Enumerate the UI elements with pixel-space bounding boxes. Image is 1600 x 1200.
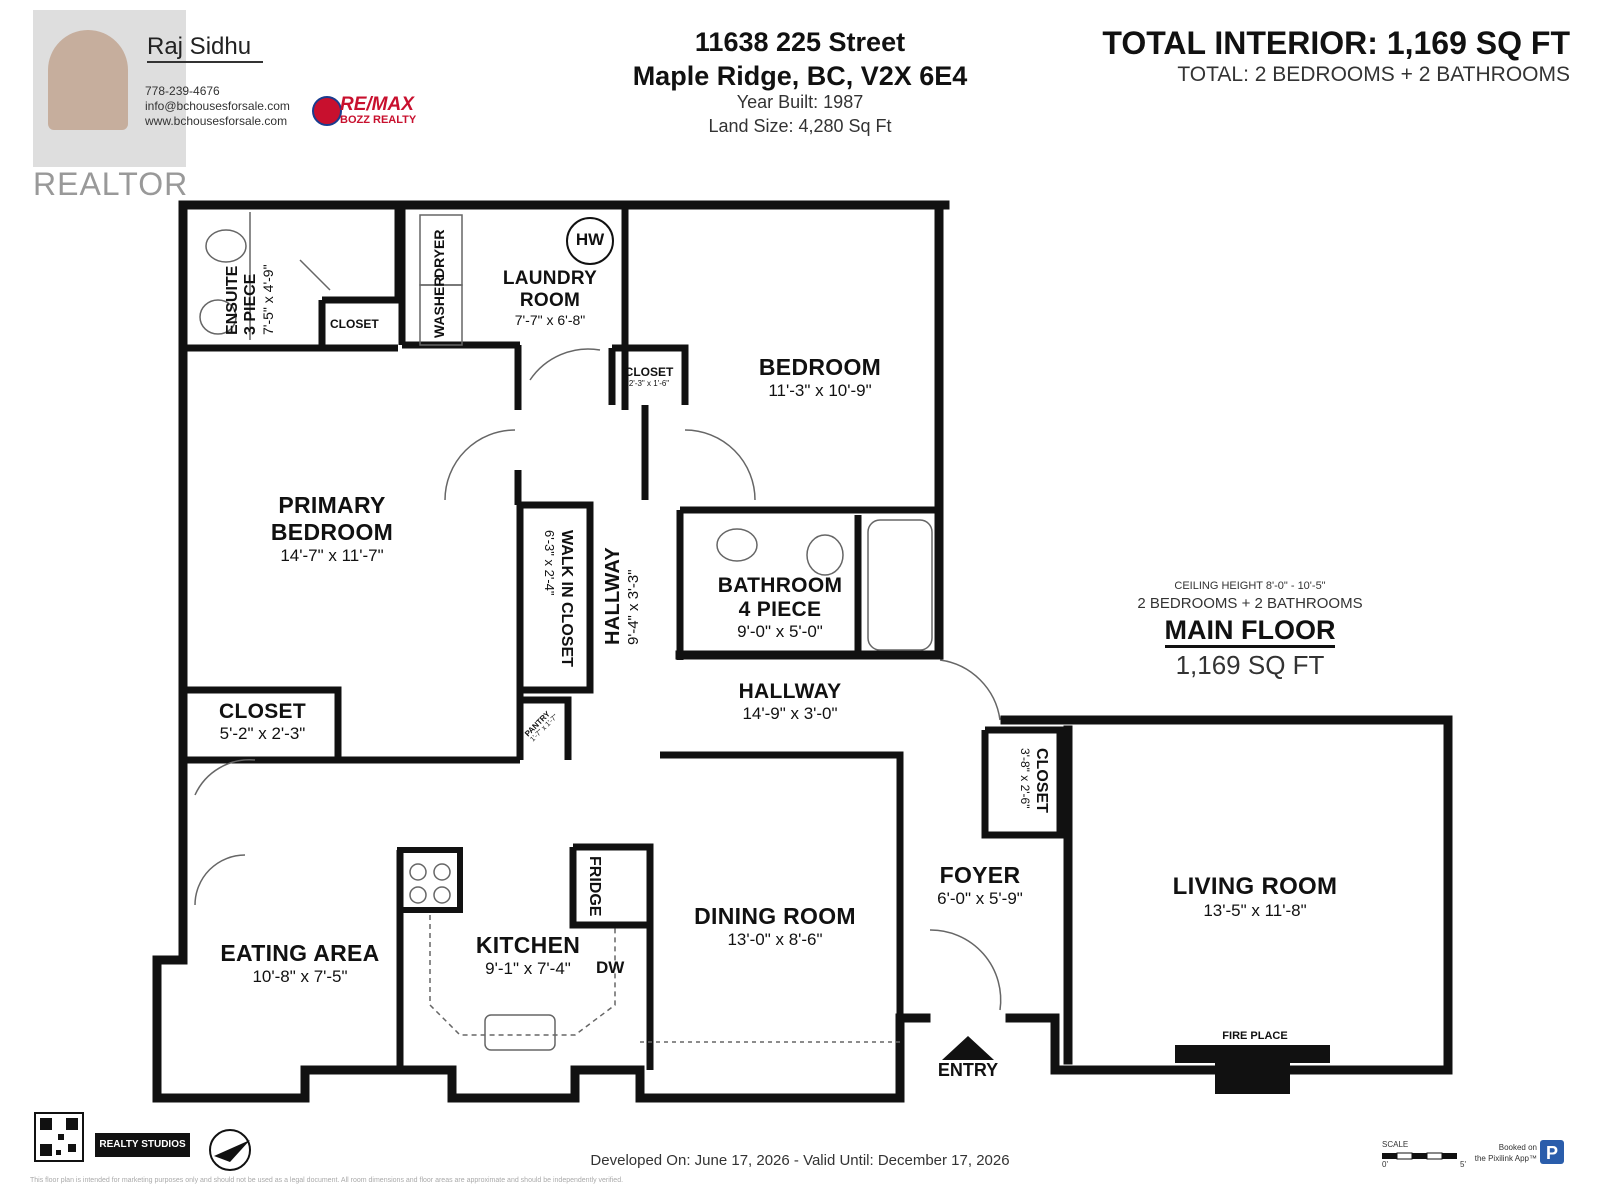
dining-room-label: DINING ROOM 13'-0" x 8'-6" <box>694 903 856 949</box>
floor-area: 1,169 SQ FT <box>1175 650 1325 680</box>
agent-name: Raj Sidhu <box>147 33 264 63</box>
developed-date: Developed On: June 17, 2026 - Valid Unti… <box>590 1152 1010 1169</box>
agent-photo <box>48 30 128 130</box>
living-room-label: LIVING ROOM 13'-5" x 11'-8" <box>1172 873 1338 920</box>
ensuite-label: ENSUITE 3 PIECE 7'-5" x 4'-9" <box>224 264 276 335</box>
qr-code-icon <box>34 1112 84 1162</box>
total-interior: TOTAL INTERIOR: 1,169 SQ FT <box>1102 25 1570 61</box>
fridge-label: FRIDGE <box>586 856 603 917</box>
realtor-mark: REALTOR <box>33 166 189 202</box>
primary-closet-label: CLOSET 5'-2" x 2'-3" <box>219 700 306 743</box>
scale-bar-icon <box>1382 1152 1457 1160</box>
walk-in-closet-label: WALK IN CLOSET 6'-3" x 2'-4" <box>542 530 575 667</box>
brokerage-sub: BOZZ REALTY <box>340 114 417 126</box>
floor-name: MAIN FLOOR <box>1164 615 1336 648</box>
booked-on: Booked on <box>1498 1143 1537 1152</box>
entry-arrow-icon <box>942 1036 994 1060</box>
hallway-horizontal-label: HALLWAY 14'-9" x 3'-0" <box>738 680 842 723</box>
brokerage-logo: RE/MAX <box>340 94 414 115</box>
disclaimer: This floor plan is intended for marketin… <box>30 1177 624 1184</box>
foyer-closet-label: CLOSET 3'-8" x 2'-6" <box>1018 748 1050 813</box>
scale-start: 0' <box>1382 1160 1388 1169</box>
bedroom-closet-label: CLOSET 2'-3" x 1'-6" <box>624 365 674 388</box>
booked-app: the Pixilink App™ <box>1474 1154 1537 1163</box>
hw-label: HW <box>575 230 605 249</box>
compass-icon <box>209 1129 251 1171</box>
fixtures <box>194 212 1002 1051</box>
laundry-label: LAUNDRY ROOM 7'-7" x 6'-8" <box>502 268 598 328</box>
hallway-vertical-label: HALLWAY 9'-4" x 3'-3" <box>602 546 642 645</box>
scale-label: SCALE <box>1382 1140 1409 1149</box>
realty-studios-logo: REALTY STUDIOS <box>95 1133 190 1157</box>
bedroom-label: BEDROOM 11'-3" x 10'-9" <box>758 354 882 400</box>
primary-bedroom-label: PRIMARY BEDROOM 14'-7" x 11'-7" <box>270 492 394 565</box>
parking-p-icon: P <box>1540 1140 1564 1164</box>
floor-name-wrap: MAIN FLOOR <box>1100 615 1400 648</box>
washer-label: WASHER <box>431 276 447 338</box>
eating-area-label: EATING AREA 10'-8" x 7'-5" <box>220 940 380 986</box>
agent-phone: 778-239-4676 <box>145 84 220 98</box>
address-line2: Maple Ridge, BC, V2X 6E4 <box>632 61 968 91</box>
floor-rooms-summary: 2 BEDROOMS + 2 BATHROOMS <box>1137 595 1363 612</box>
address-line1: 11638 225 Street <box>694 27 906 57</box>
svg-text:P: P <box>1546 1143 1558 1163</box>
land-size: Land Size: 4,280 Sq Ft <box>708 116 892 136</box>
entry-label: ENTRY <box>937 1060 999 1080</box>
kitchen-label: KITCHEN 9'-1" x 7'-4" <box>475 932 581 978</box>
scale-end: 5' <box>1460 1160 1466 1169</box>
foyer-label: FOYER 6'-0" x 5'-9" <box>937 862 1023 908</box>
fireplace-label: FIRE PLACE <box>1222 1030 1288 1042</box>
agent-email[interactable]: info@bchousesforsale.com <box>145 99 290 113</box>
ensuite-closet-label: CLOSET <box>330 317 379 331</box>
bathroom-label: BATHROOM 4 PIECE 9'-0" x 5'-0" <box>717 574 843 641</box>
fireplace <box>1175 1045 1330 1094</box>
dryer-label: DRYER <box>431 229 447 279</box>
year-built: Year Built: 1987 <box>736 92 864 112</box>
dishwasher-label: DW <box>596 958 625 977</box>
total-rooms: TOTAL: 2 BEDROOMS + 2 BATHROOMS <box>1177 63 1570 86</box>
ceiling-height: CEILING HEIGHT 8'-0" - 10'-5" <box>1174 580 1326 592</box>
realtor-logo <box>33 10 186 167</box>
agent-website[interactable]: www.bchousesforsale.com <box>145 114 288 128</box>
remax-balloon-icon <box>312 96 342 126</box>
